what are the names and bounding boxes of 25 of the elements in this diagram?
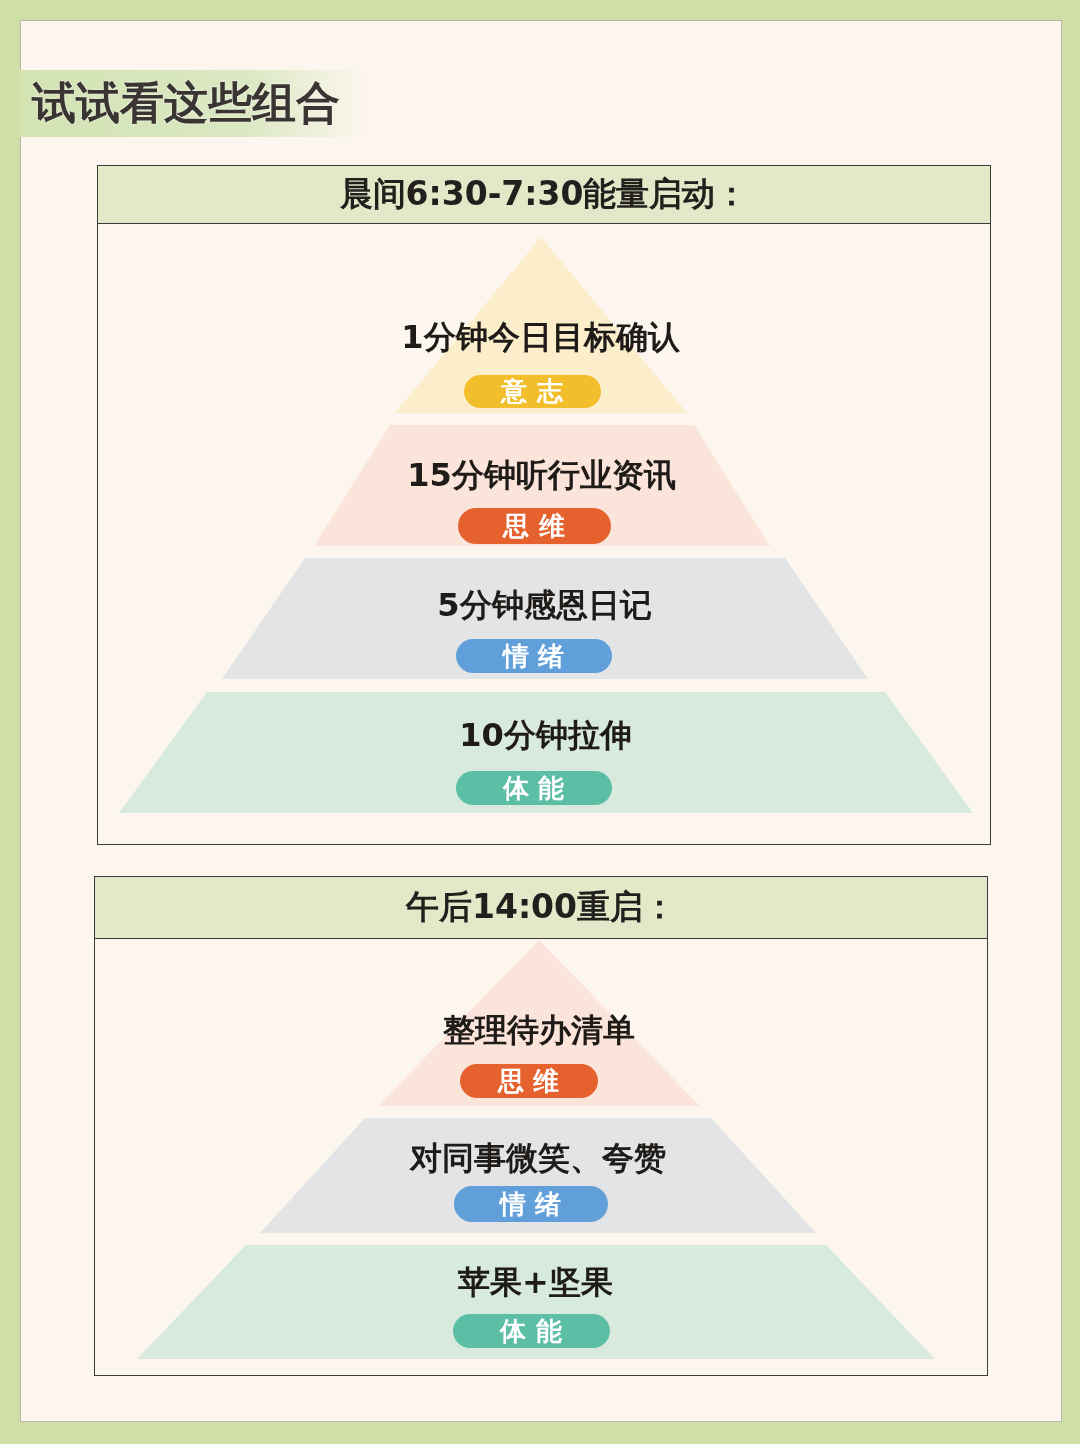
tier-label: 15分钟听行业资讯 bbox=[407, 454, 676, 495]
panel-header: 午后14:00重启： bbox=[95, 877, 987, 939]
panel-header: 晨间6:30-7:30能量启动： bbox=[98, 166, 990, 224]
tier-label: 1分钟今日目标确认 bbox=[401, 316, 680, 357]
tier-label: 10分钟拉伸 bbox=[459, 714, 632, 755]
pyramid-tier bbox=[394, 236, 687, 413]
tier-label: 对同事微笑、夸赞 bbox=[409, 1137, 666, 1178]
pyramid-tier bbox=[259, 1117, 816, 1233]
pyramid-tier bbox=[313, 424, 770, 546]
category-tag: 思维 bbox=[457, 507, 611, 544]
category-tag: 情绪 bbox=[453, 1185, 608, 1222]
pyramid-tier bbox=[118, 691, 973, 813]
category-tag: 体能 bbox=[452, 1313, 610, 1348]
category-tag: 体能 bbox=[455, 770, 612, 805]
section-panel bbox=[94, 876, 988, 1376]
pyramid-tier bbox=[377, 939, 700, 1106]
category-tag: 情绪 bbox=[455, 638, 612, 673]
tier-label: 苹果+坚果 bbox=[458, 1261, 613, 1302]
tier-label: 5分钟感恩日记 bbox=[437, 584, 652, 625]
pyramid-tier bbox=[136, 1244, 935, 1359]
pyramid-tier bbox=[221, 557, 868, 679]
tier-label: 整理待办清单 bbox=[442, 1009, 635, 1050]
section-panel bbox=[97, 165, 991, 845]
category-tag: 思维 bbox=[459, 1063, 598, 1098]
category-tag: 意志 bbox=[463, 374, 601, 408]
